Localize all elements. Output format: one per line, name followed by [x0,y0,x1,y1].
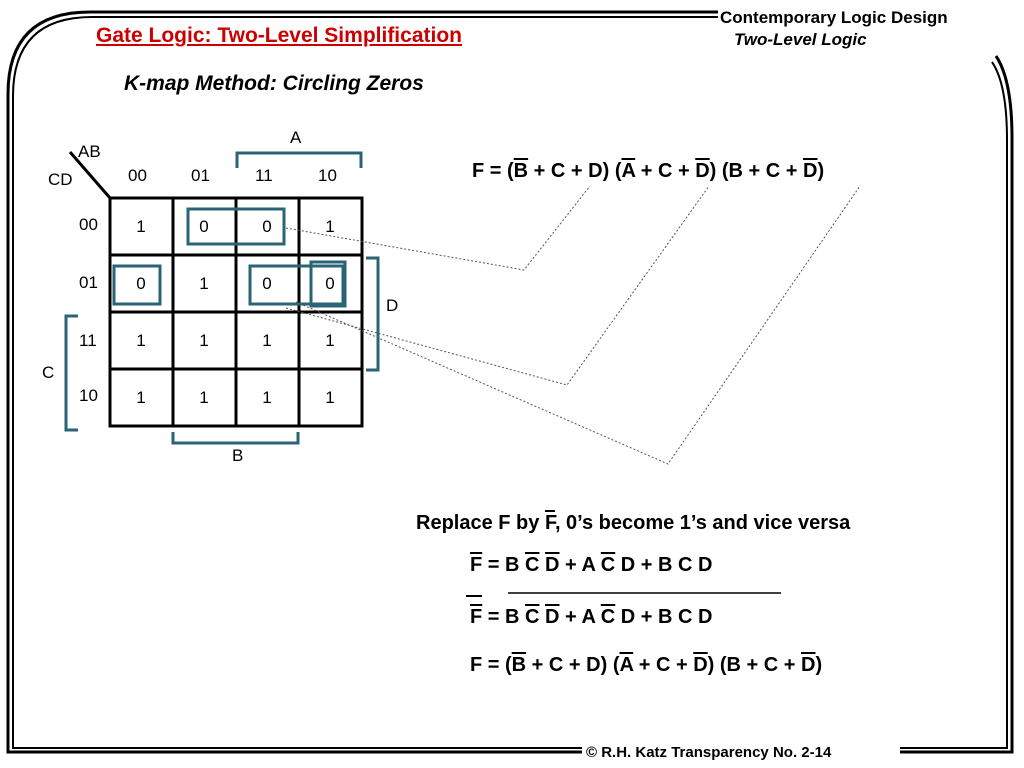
group-a-c-dbar [112,264,162,306]
double-bar-line [466,595,482,597]
kmap-cell: 1 [325,217,335,236]
kmap-cell: 0 [136,274,146,293]
eq-bar-term: A [619,654,634,676]
kmap-cell: 0 [262,217,272,236]
bracket-label-b: B [232,446,244,465]
bracket-c [64,314,78,432]
eq-bar-term: C [600,554,616,576]
eq-text: = B [482,554,526,576]
equation-fbar-bar: F = B C D + A C D + B C D [470,606,713,629]
eq-text: + C + D) ( [528,160,622,182]
replace-statement: Replace F by F, 0’s become 1’s and vice … [416,512,850,535]
kmap-cell: 1 [325,331,335,350]
slide-subtitle: K-map Method: Circling Zeros [124,72,424,95]
kmap-row-header: 10 [79,386,98,405]
kmap-col-header: 00 [128,166,147,185]
eq-bar-term: C [525,606,540,628]
kmap-cell: 1 [325,388,335,407]
eq-bar-term: F [470,606,483,628]
eq-text: ) (B + C + [707,654,802,676]
eq-text: D + B C D [615,554,713,576]
group-b-c-d [186,207,286,246]
eq-bar-term: F [544,512,555,534]
bracket-a [235,151,363,168]
bracket-label-a: A [290,128,302,147]
bracket-label-c: C [42,363,55,382]
kmap-cell: 1 [262,331,272,350]
kmap-col-header: 10 [318,166,337,185]
book-title: Contemporary Logic Design [720,8,948,27]
eq-text: + C + D) ( [526,654,620,676]
kmap-cell: 1 [262,388,272,407]
kmap-cell: 1 [199,331,209,350]
kmap-cell: 1 [136,217,146,236]
group-extra [309,260,347,308]
eq-text: ) (B + C + [709,160,804,182]
equation-f-pos: F = (B + C + D) (A + C + D) (B + C + D) [472,160,824,183]
slide-footer: © R.H. Katz Transparency No. 2-14 [586,744,832,761]
leader-line-2 [285,185,710,386]
eq-bar-term: D [695,160,710,182]
eq-text: , 0’s become 1’s and vice versa [554,512,851,534]
eq-text: D + B C D [615,606,713,628]
kmap-cell: 0 [199,217,209,236]
eq-text: + C + [633,654,694,676]
eq-bar-term: D [693,654,708,676]
kmap-col-header: 01 [191,166,210,185]
kmap-cell: 0 [325,274,335,293]
kmap-corner-diagonal [68,151,112,199]
eq-text: F = ( [470,654,512,676]
kmap-corner-ab: AB [78,142,101,161]
kmap-row-header: 00 [79,215,98,234]
slide-title: Gate Logic: Two-Level Simplification [96,24,462,47]
eq-bar-term: B [511,654,527,676]
kmap-cell: 1 [199,274,209,293]
eq-text: ) [817,160,825,182]
equation-fbar-sop: F = B C D + A C D + B C D [470,554,713,577]
eq-bar-term: D [545,606,560,628]
kmap-grid [108,196,364,428]
kmap-cell: 0 [262,274,272,293]
kmap-cell: 1 [199,388,209,407]
eq-text: Replace F by [416,512,545,534]
kmap-cell: 1 [136,388,146,407]
eq-bar-term: C [600,606,616,628]
leader-line-1 [285,185,591,271]
eq-text: ) [815,654,823,676]
book-subtitle: Two-Level Logic [734,30,867,49]
eq-bar-term: D [545,554,560,576]
eq-bar-term: D [801,654,816,676]
kmap-row-header: 11 [79,331,97,350]
bracket-b [171,432,300,445]
eq-text: + A [559,606,601,628]
kmap-col-header: 11 [255,166,273,185]
eq-bar-term: C [525,554,540,576]
eq-text: + C + [635,160,696,182]
eq-text: + A [559,554,601,576]
leader-line-3 [295,185,861,465]
kmap-corner-cd: CD [48,170,73,189]
equation-f-final: F = (B + C + D) (A + C + D) (B + C + D) [470,654,822,677]
eq-text: F = ( [472,160,514,182]
eq-bar-term: D [803,160,818,182]
bracket-d [366,256,380,372]
kmap-cell: 1 [136,331,146,350]
eq-bar-term: F [470,554,483,576]
eq-bar-term: A [621,160,636,182]
bracket-label-d: D [386,296,399,315]
eq-text: = B [482,606,526,628]
group-a-cbar-dbar [248,264,345,306]
eq-bar-term: B [513,160,529,182]
kmap-row-header: 01 [79,273,98,292]
